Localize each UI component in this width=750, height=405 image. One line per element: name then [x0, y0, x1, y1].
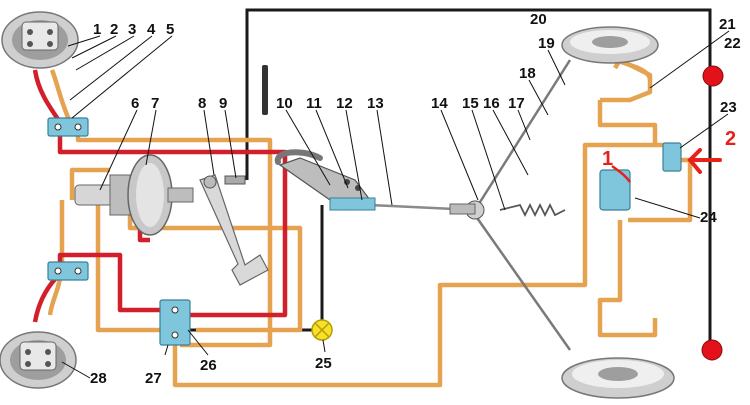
label-10: 10: [276, 95, 293, 112]
front-left-brake-caliper-bottom: [0, 331, 77, 389]
label-16: 16: [483, 95, 500, 112]
brake-warning-lamp-yellow: [311, 319, 333, 341]
stop-lamp-red-bottom: [701, 339, 723, 361]
brake-master-cylinder: [74, 174, 131, 216]
label-9: 9: [219, 95, 227, 112]
label-12: 12: [336, 95, 353, 112]
label-3: 3: [128, 21, 136, 38]
label-23: 23: [720, 99, 737, 116]
label-24: 24: [700, 209, 717, 226]
label-5: 5: [166, 21, 174, 38]
handbrake-lever: [274, 149, 376, 211]
label-7: 7: [151, 95, 159, 112]
hose-fittings: [47, 117, 682, 346]
label-20: 20: [530, 11, 547, 28]
label-25: 25: [315, 355, 332, 372]
label-18: 18: [519, 65, 536, 82]
brake-pedal: [199, 174, 269, 286]
label-11: 11: [306, 95, 322, 112]
cable-equalizer: [449, 200, 485, 220]
label-15: 15: [462, 95, 479, 112]
number-labels: 1 2 3 4 5 6 7 8 9 10 11 12 13 14 15 16 1…: [90, 11, 741, 387]
label-14: 14: [431, 95, 448, 112]
label-19: 19: [538, 35, 555, 52]
label-4: 4: [147, 21, 156, 38]
annotation-2: 2: [725, 128, 736, 150]
rear-drum-top: [561, 26, 659, 64]
label-28: 28: [90, 370, 107, 387]
fitting-bolts: [54, 123, 179, 339]
red-annotations: 1 2: [602, 128, 736, 183]
front-left-brake-caliper-top: [1, 11, 79, 69]
vacuum-brake-booster: [127, 154, 194, 236]
label-2: 2: [110, 21, 118, 38]
label-27: 27: [145, 370, 162, 387]
annotation-1-arrow: [611, 164, 632, 183]
rear-drum-bottom: [561, 357, 675, 399]
annotation-2-arrow: [687, 148, 722, 174]
label-26: 26: [200, 357, 217, 374]
handbrake-switch: [262, 65, 268, 115]
label-22: 22: [724, 35, 741, 52]
label-8: 8: [198, 95, 206, 112]
label-6: 6: [131, 95, 139, 112]
label-1: 1: [93, 21, 101, 38]
stop-lamp-red-top: [702, 65, 724, 87]
label-21: 21: [719, 16, 736, 33]
annotation-1: 1: [602, 148, 613, 170]
leader-lines: [61, 30, 730, 379]
label-17: 17: [508, 95, 525, 112]
label-13: 13: [367, 95, 384, 112]
